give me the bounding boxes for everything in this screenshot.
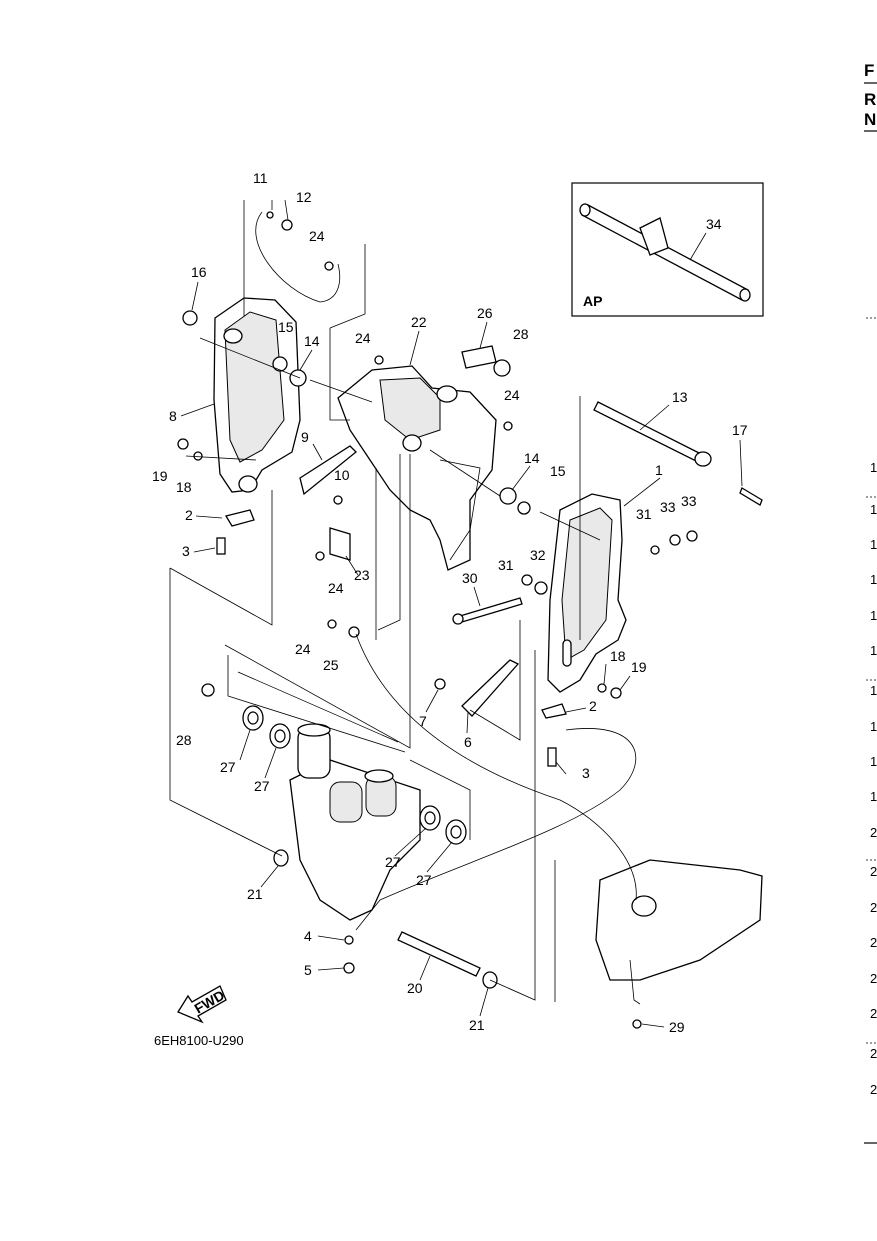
- edge-number: 2: [870, 1006, 877, 1021]
- callout-15: 15: [550, 463, 566, 479]
- right-clamp-bracket: [547, 493, 627, 693]
- callout-27: 27: [254, 778, 270, 794]
- callout-20: 20: [407, 980, 423, 996]
- callout-21: 21: [247, 886, 263, 902]
- callout-26: 26: [477, 305, 493, 321]
- callout-24: 24: [504, 387, 520, 403]
- shaft-20: [397, 931, 498, 989]
- callout-5: 5: [304, 962, 312, 978]
- callout-18: 18: [176, 479, 192, 495]
- callout-24: 24: [295, 641, 311, 657]
- edge-number: 2: [870, 1046, 877, 1061]
- edge-number: 1: [870, 572, 877, 587]
- grease-tube-part: [579, 203, 751, 302]
- callout-4: 4: [304, 928, 312, 944]
- callout-18: 18: [610, 648, 626, 664]
- bolt-30: [452, 597, 523, 625]
- edge-number: 1: [870, 719, 877, 734]
- edge-number: 2: [870, 1082, 877, 1097]
- callout-33: 33: [660, 499, 676, 515]
- bushing-27-d: [445, 819, 467, 845]
- callout-27: 27: [220, 759, 236, 775]
- left-clamp-bracket: [213, 297, 301, 493]
- fwd-arrow: FWD: [177, 985, 227, 1024]
- callout-31: 31: [636, 506, 652, 522]
- callout-17: 17: [732, 422, 748, 438]
- lower-casing: [595, 859, 763, 1005]
- edge-number: 2: [870, 935, 877, 950]
- callout-30: 30: [462, 570, 478, 586]
- callout-14: 14: [304, 333, 320, 349]
- callout-16: 16: [191, 264, 207, 280]
- callout-24: 24: [328, 580, 344, 596]
- callout-ticks: [180, 199, 743, 1028]
- right-edge-index: F R N 1 1 1 1 1 1 1 1 1 1 2 2 2 2 2 2 2 …: [864, 61, 877, 1144]
- small-fasteners: [177, 211, 698, 1029]
- callout-10: 10: [334, 467, 350, 483]
- callout-numbers: 11 12 24 16 15 14 24 22 26 28 8 9 19 18 …: [152, 170, 748, 1035]
- callout-28: 28: [513, 326, 529, 342]
- callout-6: 6: [464, 734, 472, 750]
- callout-15: 15: [278, 319, 294, 335]
- bushing-27-c: [419, 805, 441, 831]
- callout-2: 2: [185, 507, 193, 523]
- callout-7: 7: [419, 713, 427, 729]
- callout-24: 24: [309, 228, 325, 244]
- bushing-27-b: [269, 723, 291, 749]
- callout-25: 25: [323, 657, 339, 673]
- edge-number: 1: [870, 683, 877, 698]
- ap-inset-box: AP: [571, 182, 764, 317]
- callout-29: 29: [669, 1019, 685, 1035]
- callout-22: 22: [411, 314, 427, 330]
- callout-13: 13: [672, 389, 688, 405]
- leader-lines: [169, 200, 637, 1002]
- callout-1: 1: [655, 462, 663, 478]
- edge-number: 1: [870, 643, 877, 658]
- edge-number: 1: [870, 460, 877, 475]
- callout-3: 3: [582, 765, 590, 781]
- edge-number: 2: [870, 900, 877, 915]
- callout-21: 21: [469, 1017, 485, 1033]
- callout-19: 19: [631, 659, 647, 675]
- callout-34: 34: [706, 216, 722, 232]
- edge-letter: F: [864, 61, 874, 80]
- callout-12: 12: [296, 189, 312, 205]
- edge-number: 1: [870, 537, 877, 552]
- callout-8: 8: [169, 408, 177, 424]
- edge-number: 2: [870, 864, 877, 879]
- ap-label: AP: [583, 293, 602, 309]
- callout-33: 33: [681, 493, 697, 509]
- callout-14: 14: [524, 450, 540, 466]
- anode-rod: [739, 487, 763, 506]
- tilt-tube: [593, 401, 712, 467]
- callout-28: 28: [176, 732, 192, 748]
- callout-27: 27: [385, 854, 401, 870]
- bushing-27-a: [242, 705, 264, 731]
- edge-number: 1: [870, 754, 877, 769]
- callout-2: 2: [589, 698, 597, 714]
- callout-32: 32: [530, 547, 546, 563]
- edge-letter: N: [864, 110, 876, 129]
- callout-11: 11: [253, 170, 268, 186]
- callout-3: 3: [182, 543, 190, 559]
- edge-number: 2: [870, 825, 877, 840]
- callout-24: 24: [355, 330, 371, 346]
- power-trim-tilt-unit: [289, 723, 421, 921]
- callout-9: 9: [301, 429, 309, 445]
- edge-number: 1: [870, 608, 877, 623]
- edge-number: 1: [870, 502, 877, 517]
- callout-27: 27: [416, 872, 432, 888]
- edge-letter: R: [864, 90, 876, 109]
- figure-code: 6EH8100-U290: [154, 1033, 244, 1048]
- edge-number: 2: [870, 971, 877, 986]
- edge-number: 1: [870, 789, 877, 804]
- callout-23: 23: [354, 567, 370, 583]
- callout-31: 31: [498, 557, 514, 573]
- swivel-bracket: [337, 365, 497, 571]
- callout-19: 19: [152, 468, 168, 484]
